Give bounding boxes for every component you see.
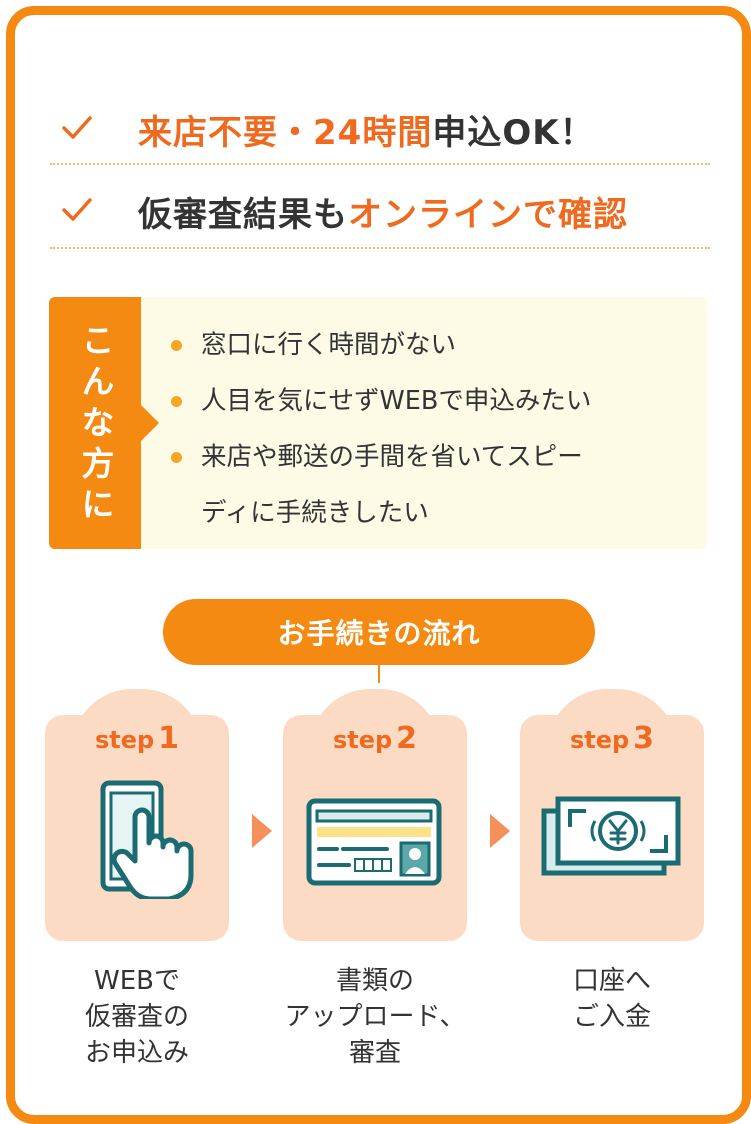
checklist-text-2: 仮審査結果もオンラインで確認 <box>138 195 628 235</box>
checklist-item-1: 来店不要・24時間申込OK！ <box>60 93 710 163</box>
list-item-continued: ディに手続きしたい <box>201 498 429 528</box>
smartphone-tap-icon <box>100 780 194 899</box>
dotted-divider <box>50 247 710 249</box>
step-label-3: 口座へご入金 <box>572 966 651 1032</box>
info-card: 来店不要・24時間申込OK！ 仮審査結果もオンラインで確認 こんな方に 窓口に行… <box>6 6 751 1124</box>
target-users-label: こんな方に <box>76 323 115 528</box>
checkmark-icon <box>62 116 92 139</box>
yen-banknote-icon <box>541 796 681 876</box>
step-label-1: WEBで仮審査のお申込み <box>84 966 189 1068</box>
list-item: 来店や郵送の手間を省いてスピー <box>171 429 701 485</box>
step-arrow-icon <box>490 814 510 848</box>
flow-title: お手続きの流れ <box>163 599 595 665</box>
step-label-2: 書類のアップロード、審査 <box>284 966 466 1068</box>
id-card-icon <box>306 798 442 886</box>
checklist-text-1: 来店不要・24時間申込OK！ <box>138 113 595 153</box>
flow-connector <box>378 665 380 683</box>
bullet-dot-icon <box>171 452 182 463</box>
list-item: 窓口に行く時間がない <box>171 317 701 373</box>
list-item: 人目を気にせずWEBで申込みたい <box>171 373 701 429</box>
target-users-box: こんな方に 窓口に行く時間がない 人目を気にせずWEBで申込みたい 来店や郵送の… <box>49 297 707 549</box>
bullet-dot-icon <box>171 396 182 407</box>
dotted-divider <box>50 163 710 165</box>
step-arrow-icon <box>252 814 272 848</box>
checklist-item-2: 仮審査結果もオンラインで確認 <box>60 175 710 245</box>
bullet-dot-icon <box>171 340 182 351</box>
pointer-triangle <box>141 405 159 441</box>
target-users-list: 窓口に行く時間がない 人目を気にせずWEBで申込みたい 来店や郵送の手間を省いて… <box>171 317 701 541</box>
target-users-label-panel: こんな方に <box>49 297 141 549</box>
checkmark-icon <box>62 198 92 221</box>
